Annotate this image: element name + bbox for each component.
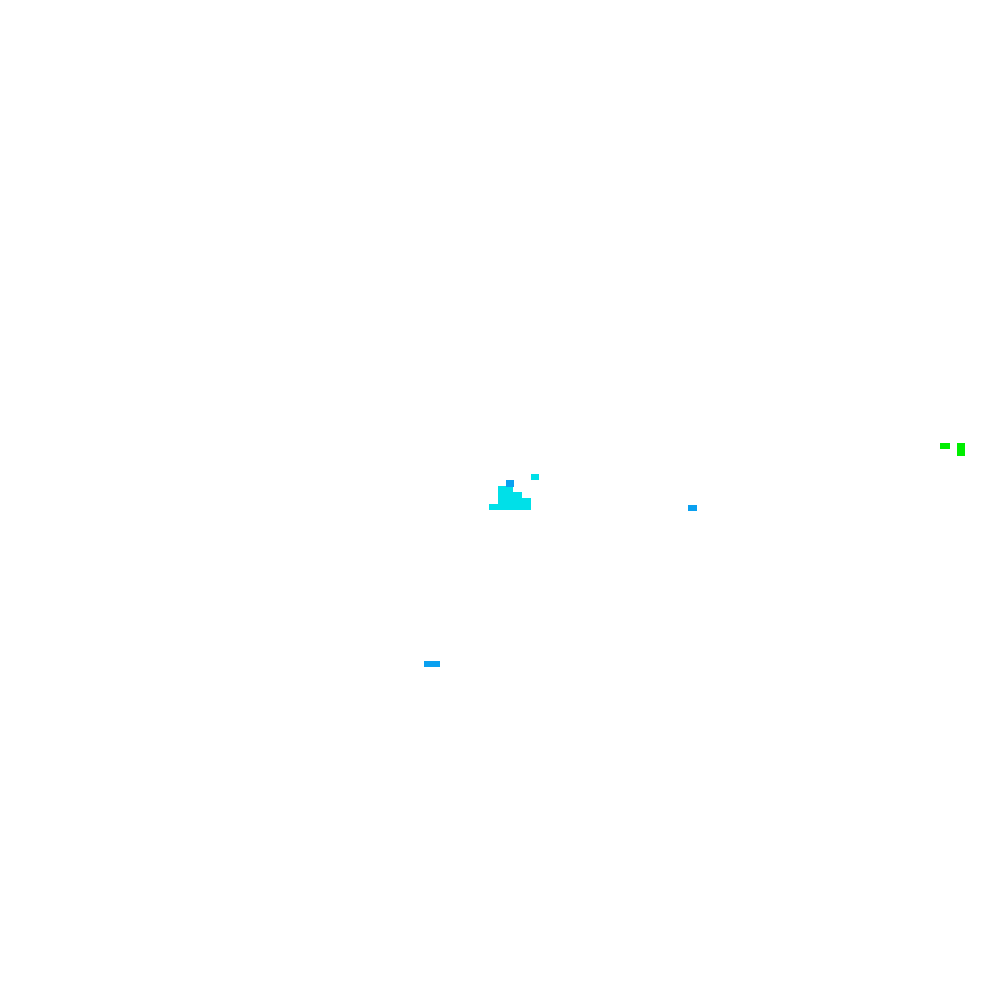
green-pixel-block xyxy=(957,443,965,456)
cyan-pixel-speck xyxy=(531,474,539,480)
cyan-pixel-cluster xyxy=(489,486,531,510)
blue-pixel-dash-lower-left xyxy=(424,661,440,667)
cyan-pixel-cluster-shape xyxy=(489,486,531,510)
green-pixel-dash xyxy=(940,443,950,449)
blue-pixel-speck-right xyxy=(688,505,697,511)
blue-pixel-top-of-cluster xyxy=(506,480,514,487)
